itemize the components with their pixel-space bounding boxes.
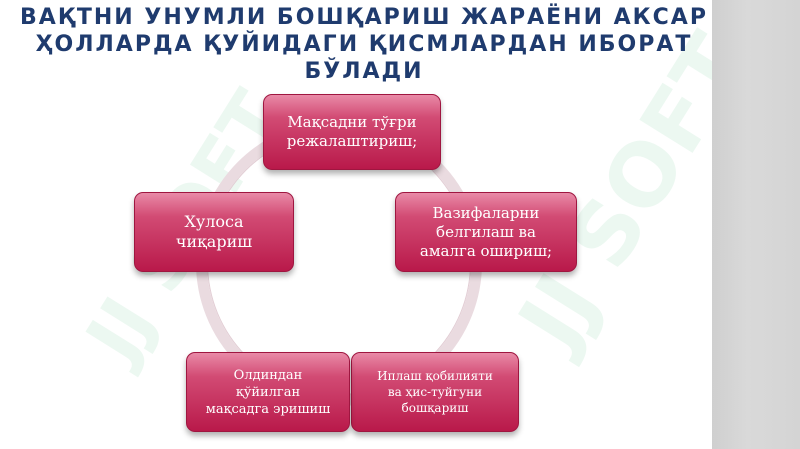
- step-label: мақсадга эришиш: [205, 401, 331, 417]
- right-side-strip: [712, 0, 800, 449]
- step-label: Иплаш қобилияти: [377, 369, 493, 383]
- step-label: белгилаш ва: [436, 222, 536, 241]
- title-line-2: ҲОЛЛАРДА ҚУЙИДАГИ ҚИСМЛАРДАН ИБОРАТ: [35, 32, 693, 57]
- step-plan-goal: Мақсадни тўғри режалаштириш;: [263, 94, 441, 170]
- step-label: қўйилган: [235, 384, 301, 400]
- step-define-tasks-text: Вазифаларни белгилаш ва амалга ошириш;: [420, 204, 552, 261]
- step-label: чиқариш: [175, 232, 253, 251]
- step-label: режалаштириш;: [286, 132, 418, 150]
- step-label: Мақсадни тўғри: [287, 113, 417, 131]
- step-label: ва ҳис-туйгуни: [387, 385, 483, 399]
- step-conclusion: Хулоса чиқариш: [134, 192, 294, 272]
- title-line-3: БЎЛАДИ: [304, 59, 424, 84]
- step-define-tasks: Вазифаларни белгилаш ва амалга ошириш;: [395, 192, 577, 272]
- step-manage-emotions: Иплаш қобилияти ва ҳис-туйгуни бошқариш: [351, 352, 519, 432]
- step-achieve-goal: Олдиндан қўйилган мақсадга эришиш: [186, 352, 350, 432]
- step-label: амалга ошириш;: [419, 241, 553, 260]
- step-label: Хулоса: [184, 212, 244, 231]
- step-plan-goal-text: Мақсадни тўғри режалаштириш;: [287, 113, 418, 151]
- step-label: Олдиндан: [233, 367, 303, 383]
- step-achieve-goal-text: Олдиндан қўйилган мақсадга эришиш: [206, 367, 331, 418]
- step-conclusion-text: Хулоса чиқариш: [176, 212, 252, 252]
- step-label: бошқариш: [401, 401, 469, 415]
- title-line-1: ВАҚТНИ УНУМЛИ БОШҚАРИШ ЖАРАЁНИ АКСАР: [20, 5, 708, 30]
- slide-title: ВАҚТНИ УНУМЛИ БОШҚАРИШ ЖАРАЁНИ АКСАР ҲОЛ…: [16, 4, 712, 85]
- step-manage-emotions-text: Иплаш қобилияти ва ҳис-туйгуни бошқариш: [377, 368, 493, 416]
- step-label: Вазифаларни: [432, 203, 540, 222]
